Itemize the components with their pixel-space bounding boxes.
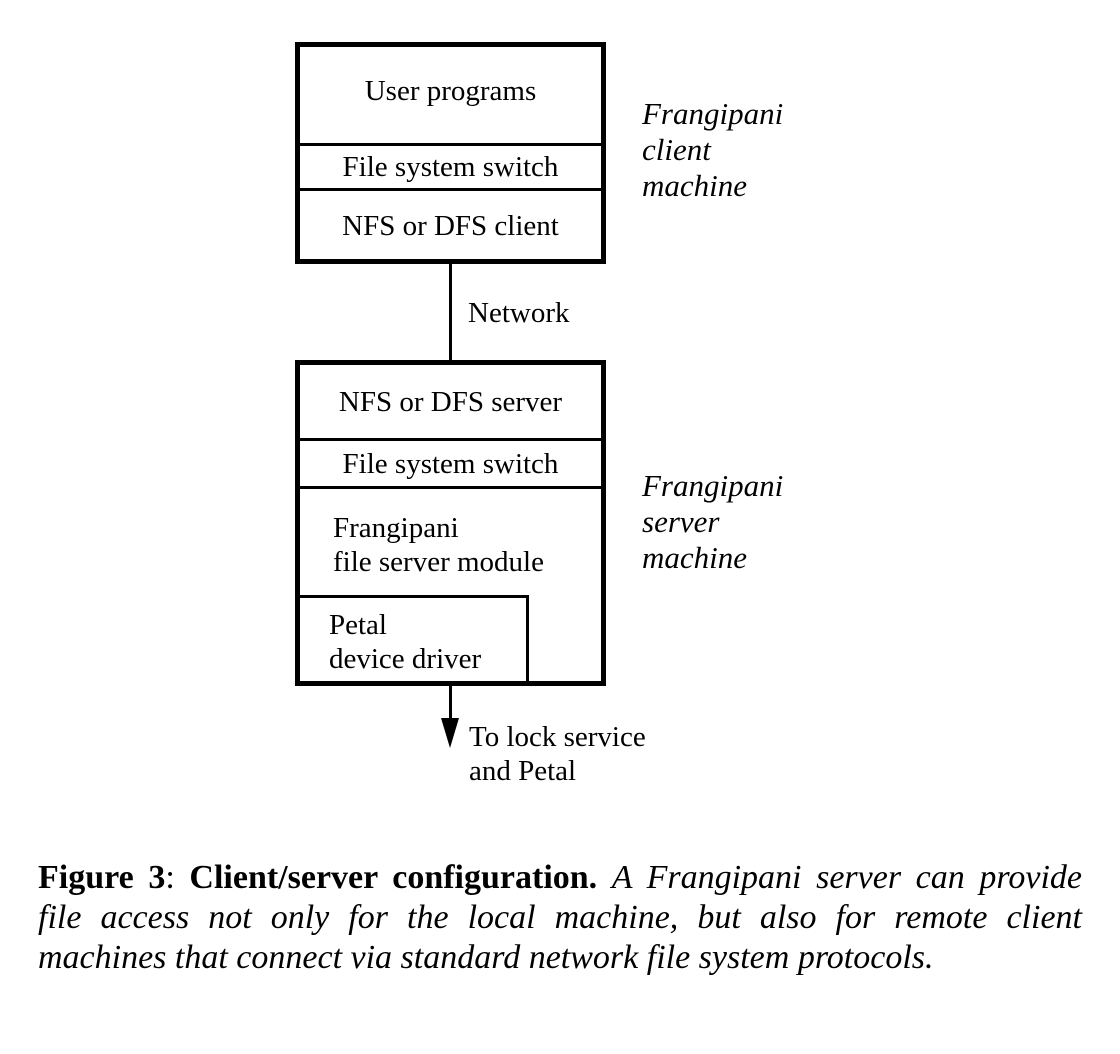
client-machine-box: User programs File system switch NFS or …	[295, 42, 606, 264]
client-user-programs-text: User programs	[364, 75, 537, 107]
server-fs-switch-layer: File system switch	[300, 438, 601, 486]
client-fs-switch-layer: File system switch	[300, 143, 601, 188]
network-link	[449, 264, 452, 362]
petal-device-driver-box: Petal device driver	[300, 595, 529, 686]
lock-service-arrowhead	[441, 718, 459, 748]
lock-service-label: To lock service and Petal	[469, 721, 646, 787]
figure-caption: Figure 3: Client/server configuration. A…	[38, 858, 1082, 978]
server-machine-box: NFS or DFS server File system switch Fra…	[295, 360, 606, 686]
lock-service-arrow-shaft	[449, 686, 452, 720]
server-file-server-module-text: Frangipani file server module	[333, 512, 544, 578]
architecture-diagram: User programs File system switch NFS or …	[295, 42, 784, 787]
server-machine-label: Frangipani server machine	[642, 468, 784, 575]
caption-figure-number: Figure 3	[38, 859, 166, 896]
caption-separator: :	[165, 859, 190, 896]
client-user-programs-layer: User programs	[300, 47, 601, 143]
caption-title: Client/server configuration.	[189, 859, 598, 896]
server-nfs-dfs-layer: NFS or DFS server	[300, 365, 601, 438]
server-fs-switch-text: File system switch	[342, 447, 559, 480]
server-nfs-dfs-text: NFS or DFS server	[338, 385, 563, 418]
client-machine-label: Frangipani client machine	[642, 96, 784, 203]
network-label: Network	[468, 297, 570, 329]
caption-body: A Frangipani server can provide file acc…	[38, 859, 1082, 976]
server-file-server-module-layer: Frangipani file server module	[300, 486, 601, 686]
client-nfs-dfs-text: NFS or DFS client	[342, 209, 559, 242]
client-fs-switch-text: File system switch	[342, 151, 559, 183]
client-nfs-dfs-layer: NFS or DFS client	[300, 188, 601, 264]
